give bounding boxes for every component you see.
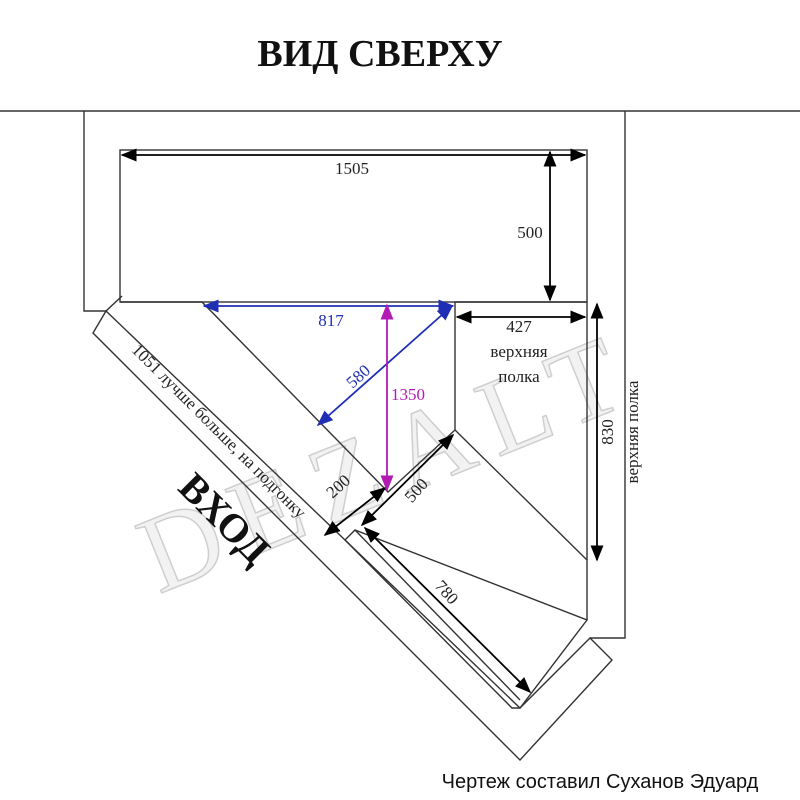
dim-780: 780 bbox=[431, 577, 462, 609]
dim-500-top: 500 bbox=[517, 223, 543, 242]
dim-1505: 1505 bbox=[335, 159, 369, 178]
watermark: DEZALT bbox=[122, 306, 655, 616]
dim-580: 580 bbox=[343, 361, 375, 392]
lower-shelf-inner bbox=[354, 529, 521, 701]
dim-830: 830 bbox=[598, 419, 617, 445]
right-lower-shelf bbox=[454, 429, 588, 620]
page-title: ВИД СВЕРХУ bbox=[257, 33, 502, 75]
dim-line-500-lower bbox=[360, 433, 455, 527]
dim-line-780 bbox=[363, 526, 532, 694]
upper-shelf-vertical-label: верхняя полка bbox=[623, 380, 642, 483]
upper-shelf-label-line2: полка bbox=[498, 367, 540, 386]
outer-wall-outline bbox=[83, 111, 123, 312]
dim-427: 427 bbox=[506, 317, 532, 336]
upper-shelf-label-line1: верхняя bbox=[490, 342, 547, 361]
dim-817: 817 bbox=[318, 311, 344, 330]
dim-1350: 1350 bbox=[391, 385, 425, 404]
author-credit: Чертеж составил Суханов Эдуард bbox=[442, 771, 759, 793]
outer-wall-right bbox=[590, 111, 626, 639]
